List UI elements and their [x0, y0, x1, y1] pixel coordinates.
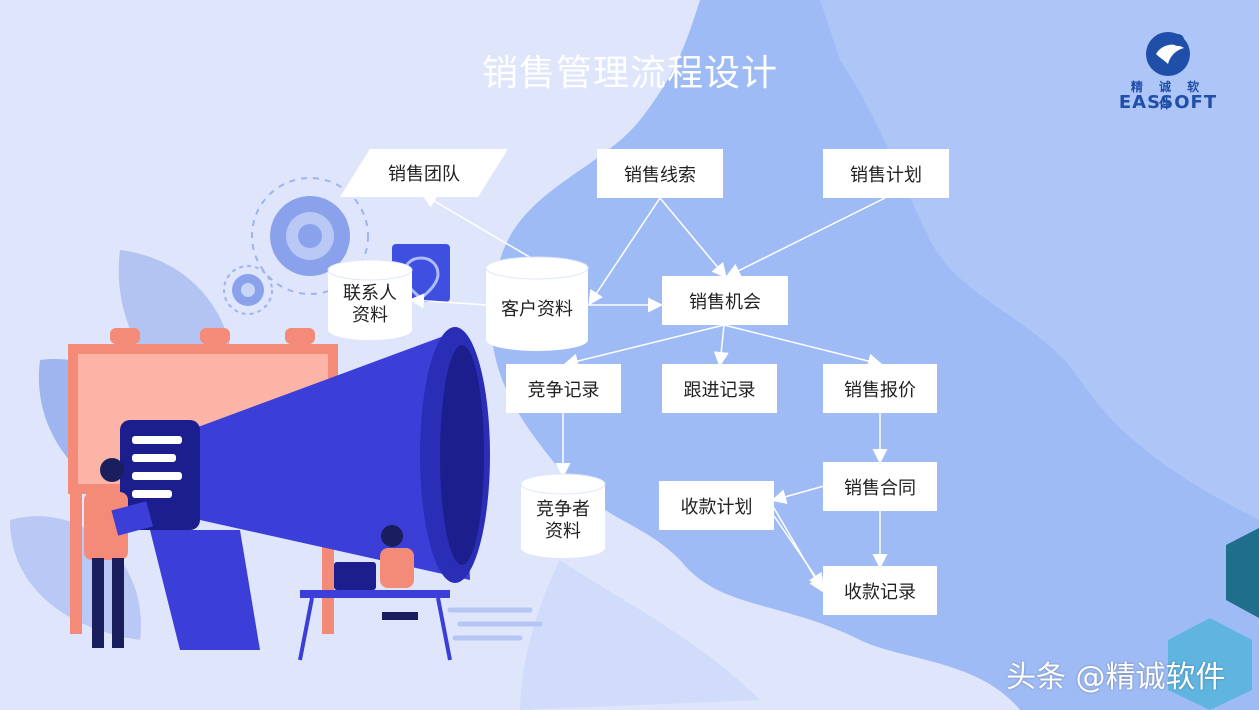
node-sales-quotation: 销售报价: [823, 364, 937, 413]
node-sales-plan: 销售计划: [823, 149, 949, 198]
node-followup-record: 跟进记录: [662, 364, 777, 413]
edge-paymentplan-to-paymentrecord-2: [773, 515, 824, 589]
person-standing-illustration: [84, 458, 153, 648]
edge-paymentplan-to-paymentrecord: [773, 507, 824, 593]
node-competitors: 竞争者 资料: [536, 499, 590, 542]
node-sales-opportunity: 销售机会: [662, 276, 788, 325]
logo-english-text: EASSOFT: [1118, 92, 1218, 113]
edge-opportunity-to-competition: [563, 324, 725, 369]
edge-contract-to-paymentplan: [771, 485, 825, 504]
node-customers: 客户资料: [501, 299, 573, 320]
node-sales-leads: 销售线索: [597, 149, 723, 198]
node-payment-record: 收款记录: [823, 566, 937, 615]
node-sales-team-shape: [340, 149, 508, 197]
node-competition-record: 竞争记录: [506, 364, 621, 413]
edge-plan-to-opportunity: [725, 197, 886, 278]
megaphone-illustration: [120, 327, 490, 650]
hexagon-light: [1168, 618, 1252, 710]
logo-chinese-text: 精 诚 软 件: [1130, 80, 1206, 111]
edge-customers-to-team: [421, 193, 539, 263]
page-title: 销售管理流程设计: [481, 53, 778, 94]
edge-leads-to-opportunity: [659, 197, 727, 279]
node-competitors-shape: [520, 473, 606, 558]
small-gear-icon: [223, 265, 273, 315]
hexagon-dark: [1226, 528, 1259, 618]
person-seated-illustration: [298, 525, 452, 661]
node-contacts: 联系人 资料: [343, 283, 397, 326]
node-payment-plan: 收款计划: [659, 481, 774, 530]
node-sales-contract: 销售合同: [823, 462, 937, 511]
node-sales-team: 销售团队: [388, 164, 460, 185]
node-customers-shape: [485, 256, 589, 351]
watermark-text: 头条 @精诚软件: [1006, 660, 1226, 695]
node-contacts-shape: [327, 259, 413, 340]
edge-opportunity-to-followup: [713, 324, 729, 367]
edge-customers-to-contacts: [409, 293, 489, 309]
edge-leads-to-customers: [588, 197, 661, 306]
eassoft-logo: [1146, 32, 1190, 76]
edge-opportunity-to-quotation: [723, 324, 883, 369]
gear-icon: [251, 177, 369, 295]
